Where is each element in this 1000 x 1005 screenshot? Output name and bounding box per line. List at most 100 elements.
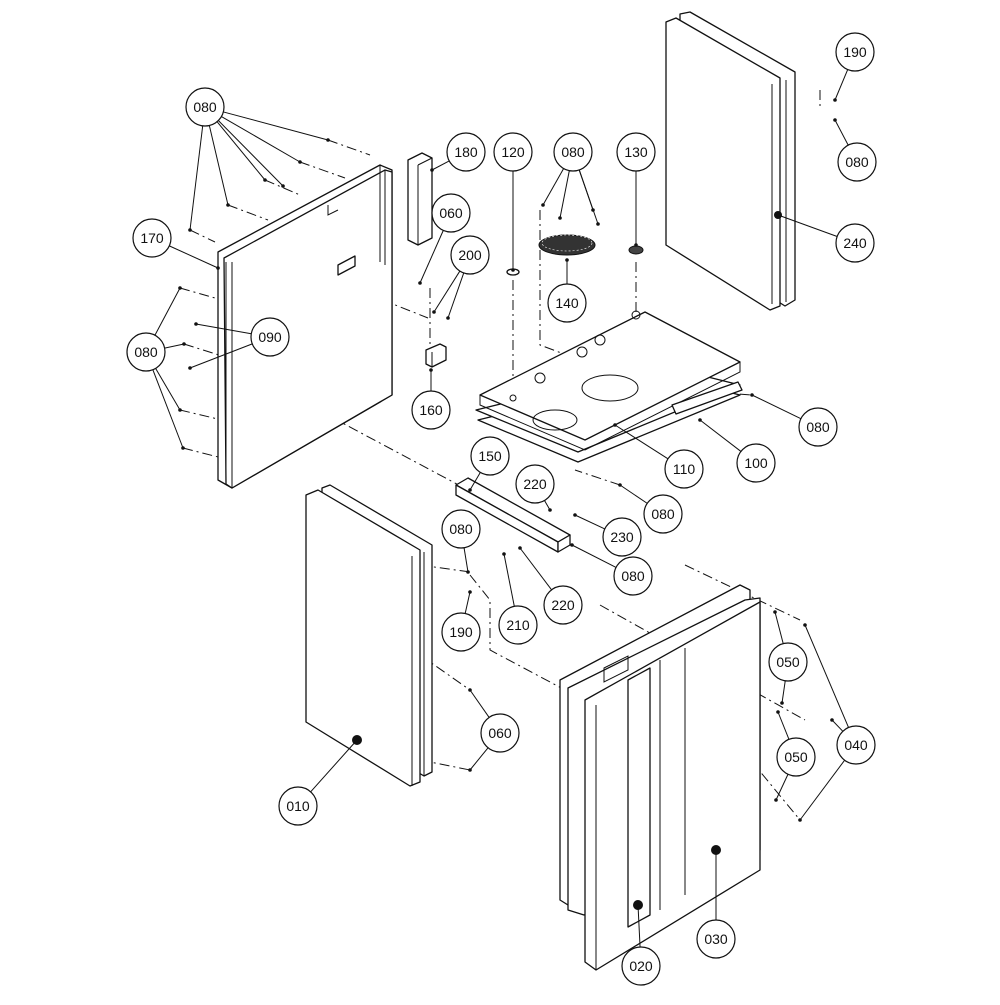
leader-line [464,591,471,614]
leader-dot [429,368,433,372]
callout-150: 150 [468,436,510,492]
leader-line [781,680,786,704]
leader-dot [502,552,506,556]
callout-balloon [736,443,776,483]
callout-balloon [836,725,876,765]
top-plate-assembly [475,310,743,463]
callout-label: 120 [501,144,525,160]
callout-balloon [835,223,875,263]
callout-balloon [837,142,877,182]
callout-190: 190 [441,590,481,652]
callout-balloon [450,235,490,275]
callout-balloon [776,737,816,777]
leader-dot [774,798,778,802]
leader-line [189,125,204,231]
callout-label: 110 [673,461,696,477]
leader-dot [776,710,780,714]
callout-label: 190 [449,624,473,640]
leader-line [169,245,219,269]
callout-balloon [446,132,486,172]
callout-140: 140 [547,258,587,323]
callout-230: 230 [573,513,642,557]
leader-dot [182,342,186,346]
right-rear-panel [665,11,796,311]
callout-label: 080 [806,419,830,435]
leader-dot [613,423,617,427]
callout-label: 220 [523,476,547,492]
leader-dot [194,322,198,326]
leader-line [164,343,185,349]
callout-060: 060 [468,688,520,772]
leader-dot [181,446,185,450]
callout-label: 060 [488,725,512,741]
leader-dot [430,168,434,172]
leader-dot [618,483,622,487]
leader-line [834,119,849,146]
leader-dot [468,590,472,594]
callout-label: 150 [478,448,502,464]
callout-label: 080 [621,568,645,584]
leader-line [559,170,570,219]
callout-balloon [278,786,318,826]
callout-balloon [441,509,481,549]
leader-line [463,547,469,573]
leader-dot [596,222,600,226]
leader-line [195,323,252,335]
leader-dot [714,848,718,852]
leader-line [751,394,802,420]
leader-dot [511,268,515,272]
leader-dot [558,216,562,220]
leader-dot [833,98,837,102]
leader-line [637,904,641,948]
callout-balloon [547,283,587,323]
leader-dot [263,178,267,182]
callout-080: 080 [441,509,481,574]
callout-balloon [132,218,172,258]
leader-dot [326,138,330,142]
leader-dot [432,310,436,314]
callout-balloon [643,494,683,534]
callout-010: 010 [278,738,359,826]
leader-line [574,514,606,530]
callout-balloon [664,449,704,489]
callout-190: 190 [833,32,875,102]
front-left-panel [305,484,433,787]
leader-dot [178,408,182,412]
leader-line [834,69,849,101]
leader-line [775,774,789,801]
leader-line [777,214,838,237]
leader-dot [468,688,472,692]
callout-label: 200 [458,247,482,263]
callout-balloon [835,32,875,72]
leader-line [469,472,481,491]
callout-balloon [553,132,593,172]
leader-line [447,272,465,319]
callout-030: 030 [696,848,736,959]
leader-line [154,287,181,336]
leader-dot [698,418,702,422]
leader-dot [355,738,359,742]
callout-200: 200 [432,235,490,320]
callout-label: 040 [844,737,868,753]
leader-dot [773,610,777,614]
callout-020: 020 [621,903,661,986]
leader-line [831,719,844,732]
callout-balloon [498,605,538,645]
leader-dot [750,393,754,397]
callout-label: 190 [843,44,867,60]
callout-080: 080 [126,286,186,450]
callout-balloon [441,612,481,652]
leader-line [503,553,515,607]
callout-balloon [613,556,653,596]
leader-dot [226,203,230,207]
callout-080: 080 [570,543,653,596]
callout-080: 080 [541,132,600,226]
callout-050: 050 [774,710,816,802]
leader-dot [565,258,569,262]
callout-label: 130 [624,144,648,160]
leader-line [571,544,617,568]
leader-dot [833,118,837,122]
callout-balloon [798,407,838,447]
